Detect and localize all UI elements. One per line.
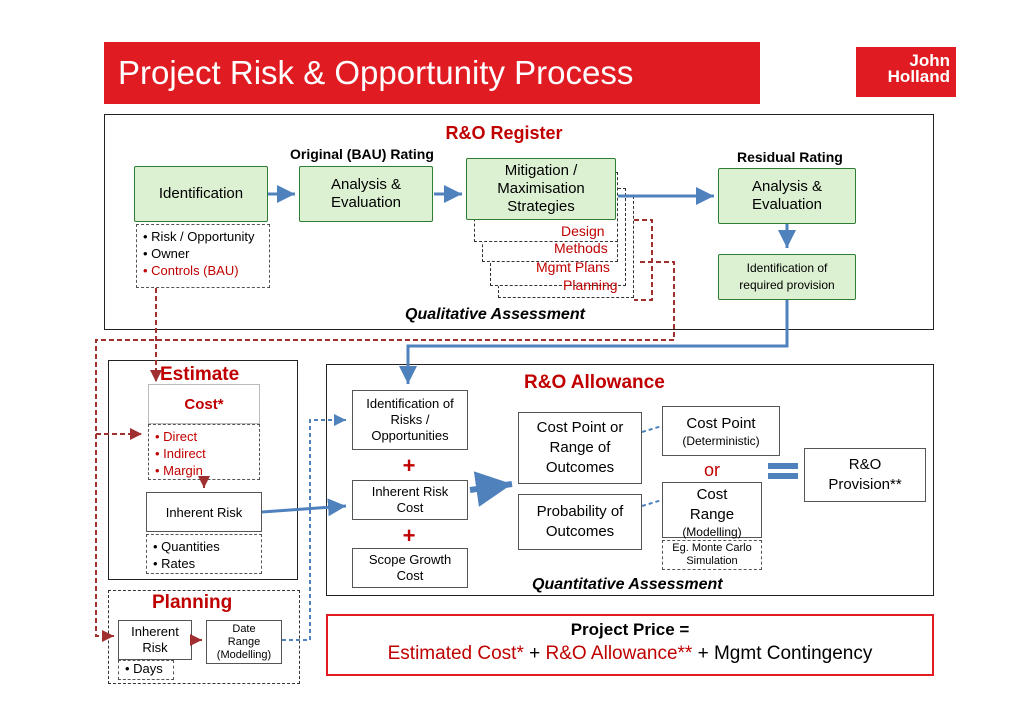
- plus-1: +: [402, 453, 416, 478]
- estimate-title: Estimate: [160, 364, 240, 385]
- arrow-inherent-to-allowance: [261, 498, 347, 517]
- register-frame: [104, 114, 934, 330]
- qualitative-label: Qualitative Assessment: [405, 306, 585, 323]
- project-price-box: Project Price = Estimated Cost* + R&O Al…: [326, 614, 934, 676]
- strategy-methods: Methods: [554, 240, 608, 256]
- equals-sign: [766, 460, 800, 482]
- arrow-to-planning: [95, 434, 114, 642]
- cost-point-range-box: Cost Point or Range of Outcomes: [518, 412, 642, 484]
- cost-point-box: Cost Point (Deterministic): [662, 406, 780, 456]
- planning-title: Planning: [152, 592, 233, 613]
- equals-bar-bottom: [768, 473, 798, 479]
- link-cost-point-to-deterministic: [641, 425, 663, 433]
- residual-rating-label: Residual Rating: [737, 149, 843, 165]
- scope-growth-box: Scope Growth Cost: [352, 548, 468, 588]
- mitigation-box: Mitigation / Maximisation Strategies: [466, 158, 616, 220]
- cost-range-box: Cost Range (Modelling): [662, 482, 762, 539]
- page-title: Project Risk & Opportunity Process: [118, 54, 634, 91]
- cost-list: • Direct • Indirect • Margin: [148, 424, 260, 480]
- ident-risks-box: Identification of Risks / Opportunities: [352, 390, 468, 450]
- date-range-box: Date Range (Modelling): [206, 620, 282, 664]
- company-logo: John Holland: [856, 47, 956, 97]
- allowance-frame: [326, 364, 934, 596]
- identification-box: Identification: [134, 166, 268, 222]
- monte-carlo-box: Eg. Monte Carlo Simulation: [662, 540, 762, 570]
- arrow-inherent-cost-to-cost-point: [469, 471, 513, 507]
- plus-2: +: [402, 523, 416, 548]
- project-price-heading: Project Price =: [570, 620, 690, 639]
- project-price-formula: Estimated Cost* + R&O Allowance** + Mgmt…: [387, 643, 873, 664]
- provision-box: Identification of required provision: [718, 254, 856, 300]
- analysis-box: Analysis & Evaluation: [299, 166, 433, 222]
- allowance-title: R&O Allowance: [524, 372, 665, 393]
- link-probability-to-range: [641, 499, 663, 507]
- inherent-list: • Quantities • Rates: [146, 534, 262, 574]
- inherent-cost-box: Inherent Risk Cost: [352, 480, 468, 520]
- equals-bar-top: [768, 463, 798, 469]
- inherent-risk-box: Inherent Risk: [146, 492, 262, 532]
- planning-inherent-box: Inherent Risk: [118, 620, 192, 660]
- arrow-date-range-to-scope: [282, 414, 346, 641]
- estimate-frame: [108, 360, 298, 580]
- probability-box: Probability of Outcomes: [518, 494, 642, 550]
- register-title: R&O Register: [445, 122, 563, 143]
- ro-provision-box: R&O Provision**: [804, 448, 926, 502]
- strategy-planning: Planning: [563, 277, 618, 293]
- quantitative-label: Quantitative Assessment: [532, 576, 723, 593]
- strategy-mgmt-plans: Mgmt Plans: [536, 259, 610, 275]
- cost-box: Cost*: [148, 384, 260, 424]
- title-bar: Project Risk & Opportunity Process: [104, 42, 760, 104]
- identification-list: • Risk / Opportunity • Owner • Controls …: [136, 224, 270, 288]
- arrow-provision-to-allowance: [399, 300, 789, 384]
- arrow-planning-back: [95, 261, 675, 440]
- or-label: or: [703, 459, 720, 480]
- loop-strategies: [634, 219, 653, 301]
- residual-analysis-box: Analysis & Evaluation: [718, 168, 856, 224]
- original-rating-label: Original (BAU) Rating: [290, 146, 434, 162]
- strategy-design: Design: [561, 223, 605, 239]
- planning-days: • Days: [118, 660, 174, 680]
